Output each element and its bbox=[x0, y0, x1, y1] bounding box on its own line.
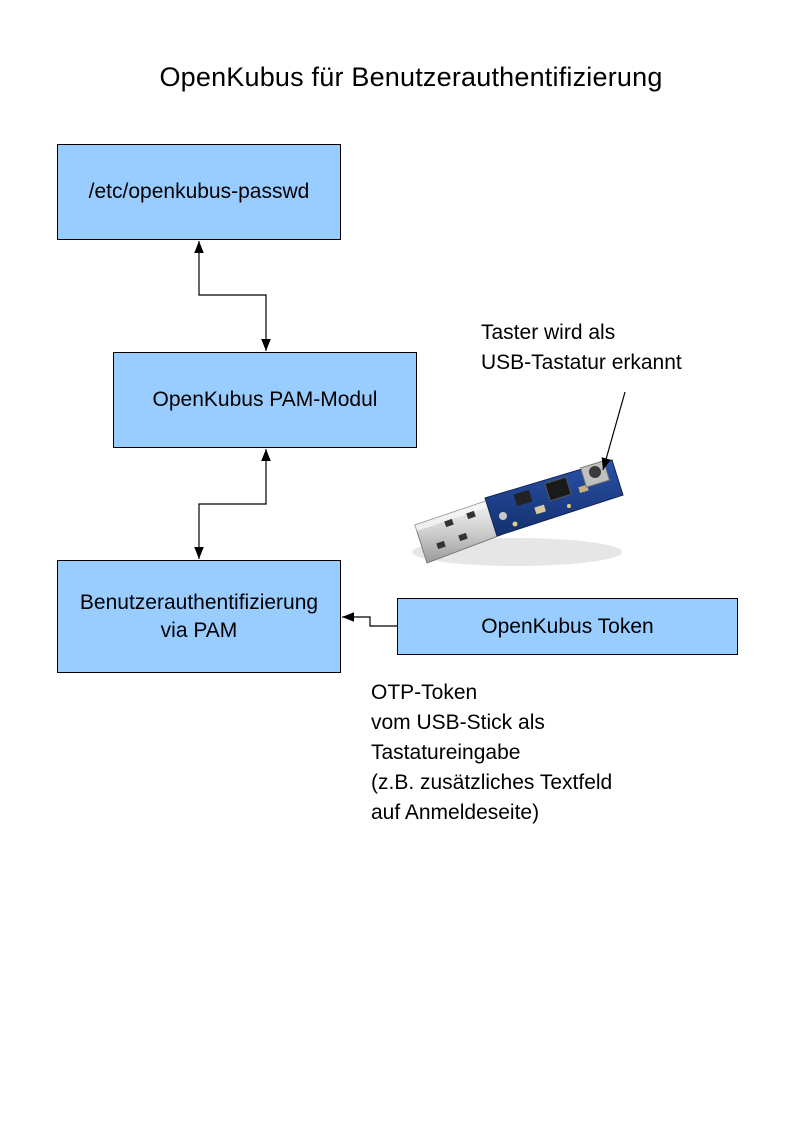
page-title: OpenKubus für Benutzerauthentifizierung bbox=[159, 62, 663, 92]
arrow-note-button bbox=[601, 391, 626, 471]
pam-module-label: OpenKubus PAM-Modul bbox=[152, 388, 378, 412]
user-authentication-label: Benutzerauthentifizierung bbox=[79, 591, 319, 615]
arrow-pam-auth bbox=[194, 449, 271, 559]
arrow-passwd-pam bbox=[194, 241, 271, 351]
usb-stick-image bbox=[412, 459, 624, 566]
token-label: OpenKubus Token bbox=[481, 614, 654, 638]
arrow-token-auth bbox=[342, 612, 397, 627]
button-note: Taster wird als USB-Tastatur erkannt bbox=[481, 321, 682, 374]
otp-note: OTP-Token vom USB-Stick als Tastatureing… bbox=[371, 681, 613, 824]
pam-module-box: OpenKubus PAM-Modul bbox=[113, 352, 417, 448]
passwd-file-label: /etc/openkubus-passwd bbox=[88, 180, 310, 204]
user-authentication-box: Benutzerauthentifizierung via PAM bbox=[57, 560, 341, 673]
token-box: OpenKubus Token bbox=[397, 598, 738, 655]
passwd-file-box: /etc/openkubus-passwd bbox=[57, 144, 341, 240]
user-authentication-sublabel: via PAM bbox=[160, 618, 238, 642]
